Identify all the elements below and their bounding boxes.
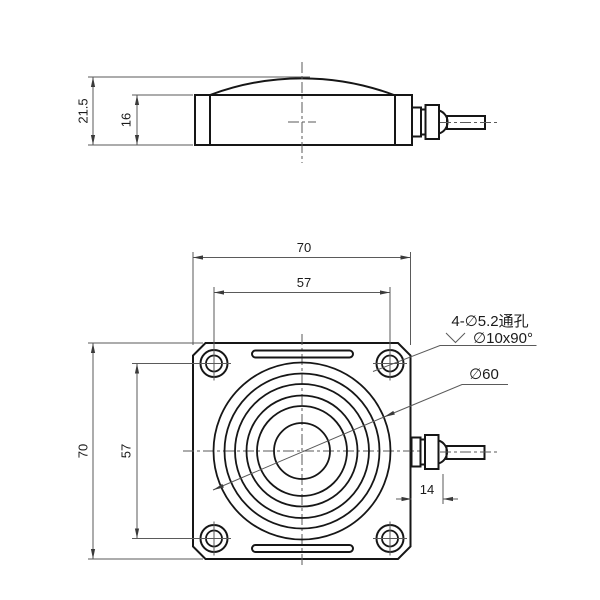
dimension-label-diaphragm-diameter: ∅60	[469, 366, 499, 383]
arrowhead	[214, 290, 224, 295]
dimension-14: 14	[396, 474, 458, 504]
dimension-label-overall-height: 21.5	[75, 98, 90, 123]
arrowhead	[213, 483, 224, 490]
dimension-label-overall-width: 70	[297, 240, 311, 255]
dimension-label-connector-length: 14	[420, 482, 434, 497]
hole-callout: 4-∅5.2通孔 ∅10x90°	[372, 313, 537, 372]
hole-callout-line1: 4-∅5.2通孔	[451, 313, 528, 330]
mounting-slot-bottom	[251, 544, 354, 553]
dimension-diameter-60: ∅60	[212, 366, 508, 491]
gland-collar	[411, 106, 422, 138]
arrowhead	[90, 549, 96, 559]
arrowhead	[90, 77, 96, 87]
corner-hole-bottom-right	[373, 521, 407, 556]
dimension-label-hole-spacing-v: 57	[118, 444, 133, 458]
arrowhead	[380, 290, 390, 295]
diaphragm-circle	[256, 405, 348, 497]
mounting-slot-top	[251, 349, 354, 359]
diaphragm-circles	[212, 361, 392, 541]
dimension-label-body-height: 16	[118, 113, 133, 127]
dimension-21-5: 21.5	[75, 76, 310, 146]
plate-outline	[192, 342, 412, 560]
diaphragm-circle	[273, 422, 331, 480]
dimension-16: 16	[118, 94, 193, 145]
arrowhead	[193, 255, 203, 260]
callout-leader-line	[372, 345, 537, 372]
dimension-70-top: 70	[192, 240, 411, 345]
gland-nut	[424, 104, 440, 140]
diaphragm-circle	[223, 372, 381, 530]
dimension-label-hole-spacing-h: 57	[297, 275, 311, 290]
arrowhead	[134, 135, 140, 145]
countersink-icon	[445, 332, 466, 344]
front-view: 70 57 70 57	[75, 240, 537, 568]
diaphragm-circle	[245, 394, 359, 508]
gland-collar	[410, 436, 422, 468]
diaphragm-circle	[212, 361, 392, 541]
gland-nut	[424, 434, 440, 470]
cable-gland-front	[410, 434, 497, 470]
arrowhead	[90, 135, 96, 145]
side-view: 21.5 16	[75, 62, 497, 163]
dimension-57-left: 57	[118, 363, 200, 539]
diaphragm-circle	[234, 383, 370, 519]
arrowhead	[400, 255, 411, 260]
sensor-body-outline	[194, 94, 413, 146]
dimension-70-left: 70	[75, 342, 203, 560]
arrowhead	[384, 410, 395, 417]
arrowhead	[401, 496, 412, 502]
arrowhead	[443, 496, 453, 502]
corner-hole-bottom-left	[197, 521, 231, 556]
hole-callout-line2: ∅10x90°	[473, 330, 533, 347]
diameter-leader-line	[212, 384, 508, 491]
arrowhead	[134, 363, 140, 374]
dimension-57-top: 57	[213, 275, 391, 356]
arrowhead	[90, 343, 96, 353]
cable-gland	[411, 104, 497, 140]
arrowhead	[134, 95, 140, 105]
dimension-label-overall-height-front: 70	[75, 444, 90, 458]
arrowhead	[134, 528, 140, 539]
